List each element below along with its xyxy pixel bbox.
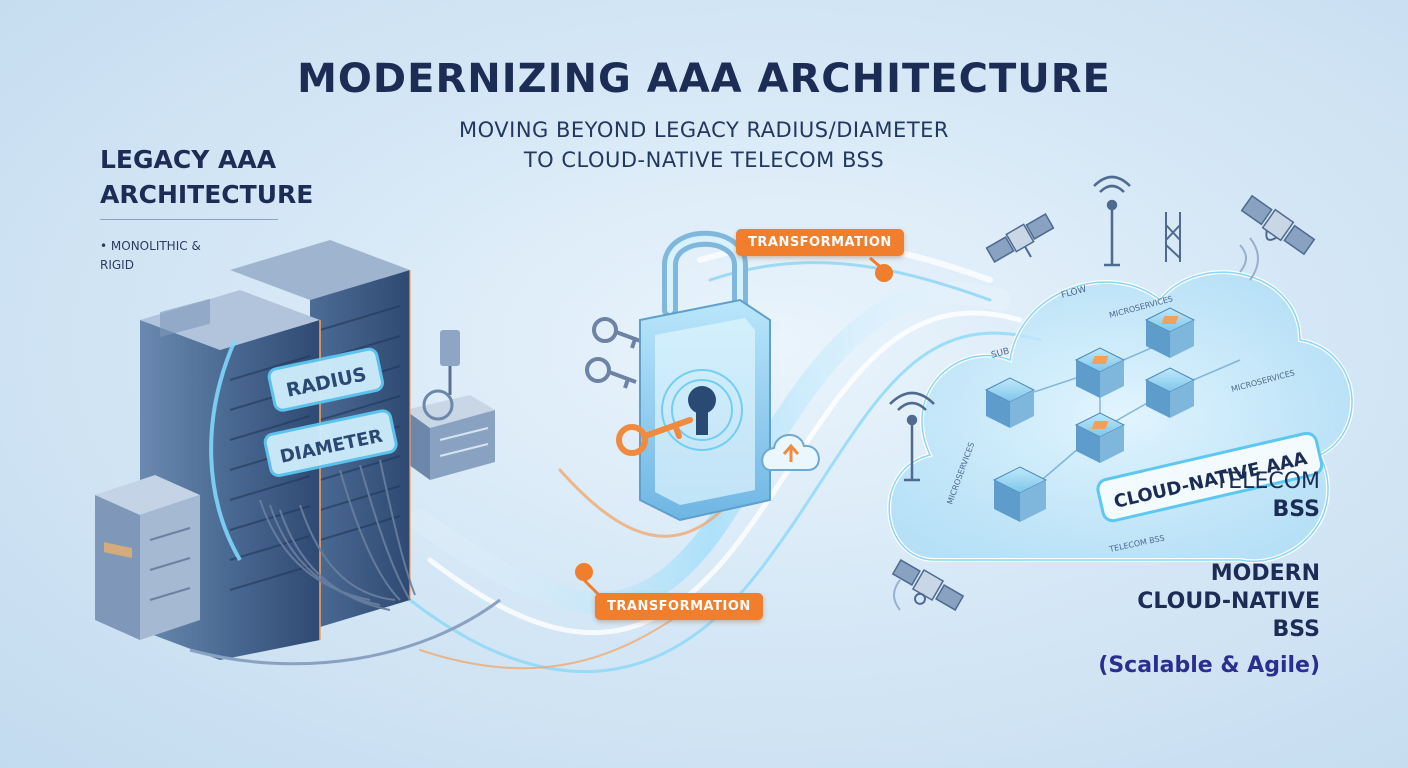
transformation-badge-bottom: TRANSFORMATION bbox=[595, 593, 763, 620]
protocol-panels: RADIUS DIAMETER bbox=[263, 347, 398, 478]
page-title: MODERNIZING AAA ARCHITECTURE bbox=[297, 56, 1111, 102]
legacy-divider bbox=[100, 219, 278, 220]
telecom-line-1: TELECOM bbox=[1214, 469, 1320, 494]
modern-line-2: CLOUD-NATIVE bbox=[1137, 589, 1320, 614]
legacy-bullet-line-2: RIGID bbox=[100, 258, 134, 272]
satellite-icon-top-right bbox=[1240, 194, 1316, 256]
antenna-icon-left bbox=[889, 391, 935, 482]
microservice-nodes bbox=[984, 307, 1196, 522]
network-switch bbox=[405, 330, 495, 480]
signal-waves bbox=[893, 237, 1259, 611]
key-icons bbox=[585, 317, 644, 389]
subtitle-line-2: TO CLOUD-NATIVE TELECOM BSS bbox=[523, 148, 885, 172]
legacy-heading-line-1: LEGACY AAA bbox=[100, 145, 277, 174]
transformation-badge-top: TRANSFORMATION bbox=[736, 229, 904, 256]
cloud-native-cloud: CLOUD-NATIVE AAA FLOW MICROSERVICES MICR… bbox=[887, 270, 1354, 564]
legacy-aaa-heading: LEGACY AAA ARCHITECTURE bbox=[100, 142, 360, 212]
legacy-heading-line-2: ARCHITECTURE bbox=[100, 180, 314, 209]
telecom-bss-label: TELECOM BSS bbox=[1215, 468, 1320, 524]
telecom-line-2: BSS bbox=[1272, 497, 1320, 522]
subtitle-line-1: MOVING BEYOND LEGACY RADIUS/DIAMETER bbox=[458, 118, 950, 142]
legacy-small-server bbox=[95, 475, 200, 640]
sub-label: SUB bbox=[990, 346, 1010, 360]
padlock-icon bbox=[616, 230, 771, 522]
modern-line-1: MODERN bbox=[1210, 561, 1320, 586]
upload-cloud-icon bbox=[761, 434, 820, 471]
bullet-dot-icon: • bbox=[100, 239, 111, 253]
legacy-bullet-line-1: MONOLITHIC & bbox=[110, 239, 201, 253]
modern-line-3: BSS bbox=[1272, 617, 1320, 642]
legacy-bullet: • MONOLITHIC & RIGID bbox=[100, 237, 230, 275]
satellite-icon-bottom bbox=[891, 559, 965, 611]
scalable-agile-label: (Scalable & Agile) bbox=[1098, 653, 1320, 678]
badge-pointers bbox=[575, 256, 893, 598]
antenna-icon-tower bbox=[1165, 212, 1181, 262]
antenna-icon-top bbox=[1093, 175, 1131, 267]
modern-bss-label: MODERN CLOUD-NATIVE BSS bbox=[1137, 560, 1320, 644]
satellite-icon-top-left bbox=[985, 213, 1055, 263]
